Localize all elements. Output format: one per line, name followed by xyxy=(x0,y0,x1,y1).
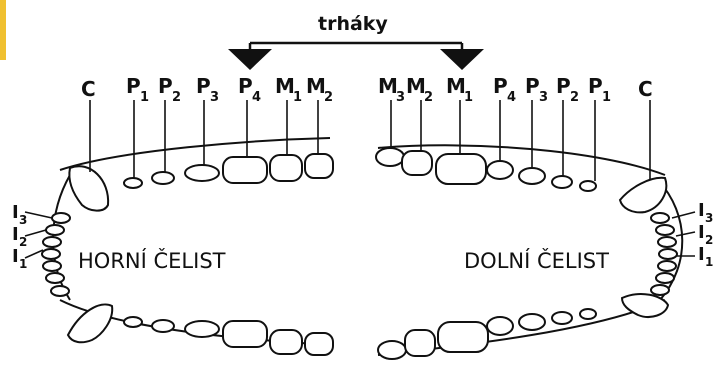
label-lower-i3: I xyxy=(698,200,705,221)
upper-canine-top xyxy=(68,165,110,212)
lower-jaw-name: DOLNÍ ČELIST xyxy=(464,248,609,273)
tooth-p3 xyxy=(184,164,220,182)
label-lower-m3: M xyxy=(378,74,398,98)
label-upper-p1: P xyxy=(126,74,141,98)
label-lower-p4: P xyxy=(493,74,508,98)
label-lower-m1: M xyxy=(446,74,466,98)
label-upper-m1: M xyxy=(275,74,295,98)
label-upper-p3: P xyxy=(196,74,211,98)
label-upper-p2-sub: 2 xyxy=(172,90,181,105)
label-upper-m1-sub: 1 xyxy=(293,90,302,105)
lower-jaw-bottom-teeth xyxy=(377,308,597,360)
label-lower-p2-sub: 2 xyxy=(570,90,579,105)
label-lower-i1-sub: 1 xyxy=(705,255,713,269)
left-edge-highlight xyxy=(0,0,6,60)
label-lower-m3-sub: 3 xyxy=(396,90,405,105)
label-lower-i1: I xyxy=(698,244,705,265)
label-upper-i1: I xyxy=(12,246,19,267)
label-lower-m2-sub: 2 xyxy=(424,90,433,105)
lower-incisor-labels: I 3 I 2 I 1 xyxy=(698,200,713,269)
label-upper-p4: P xyxy=(238,74,253,98)
tooth-p2 xyxy=(151,171,175,185)
tooth-p4-lower xyxy=(486,160,514,180)
carnassial-arrow-left xyxy=(228,49,272,70)
label-lower-m2: M xyxy=(406,74,426,98)
label-lower-p4-sub: 4 xyxy=(507,90,516,105)
label-upper-c: C xyxy=(81,77,96,101)
label-lower-i2: I xyxy=(698,222,705,243)
carnassial-bracket xyxy=(248,41,464,52)
label-lower-p3-sub: 3 xyxy=(539,90,548,105)
label-upper-i3-sub: 3 xyxy=(19,213,27,227)
label-lower-p2: P xyxy=(556,74,571,98)
upper-incisor-labels: I 3 I 2 I 1 xyxy=(12,202,27,271)
label-upper-m2: M xyxy=(306,74,326,98)
upper-jaw-name: HORNÍ ČELIST xyxy=(78,248,226,273)
upper-jaw-top-arc xyxy=(59,137,331,171)
label-lower-p3: P xyxy=(525,74,540,98)
tooth-m1-lower xyxy=(435,153,487,185)
label-lower-i3-sub: 3 xyxy=(705,211,713,225)
label-upper-i1-sub: 1 xyxy=(19,257,27,271)
label-lower-i2-sub: 2 xyxy=(705,233,713,247)
tooth-m2-lower xyxy=(401,150,433,176)
leader-lines xyxy=(89,100,651,181)
upper-jaw-bottom-teeth xyxy=(123,316,334,356)
label-upper-p4-sub: 4 xyxy=(252,90,261,105)
label-upper-p1-sub: 1 xyxy=(140,90,149,105)
lower-jaw-top-teeth xyxy=(375,147,597,192)
lower-canine-top xyxy=(618,176,668,214)
tooth-p4 xyxy=(222,156,268,184)
label-upper-p3-sub: 3 xyxy=(210,90,219,105)
tooth-m2 xyxy=(304,153,334,179)
incisor-leaders xyxy=(24,211,696,259)
upper-canine-bottom xyxy=(66,303,114,344)
jaw-outline xyxy=(52,137,684,356)
carnassial-title: trháky xyxy=(318,13,388,35)
tooth-p2-lower xyxy=(551,175,573,189)
tooth-m1 xyxy=(269,154,303,182)
tooth-p1 xyxy=(123,177,143,189)
label-lower-p1: P xyxy=(588,74,603,98)
label-upper-i3: I xyxy=(12,202,19,223)
label-lower-p1-sub: 1 xyxy=(602,90,611,105)
upper-jaw-labels: C P 1 P 2 P 3 P 4 M 1 M 2 xyxy=(81,74,333,105)
label-upper-i2-sub: 2 xyxy=(19,235,27,249)
tooth-p1-lower xyxy=(579,180,597,192)
lower-jaw-labels: M 3 M 2 M 1 P 4 P 3 P 2 P 1 C xyxy=(378,74,653,105)
label-upper-p2: P xyxy=(158,74,173,98)
upper-jaw-top-teeth xyxy=(123,153,334,189)
label-upper-i2: I xyxy=(12,224,19,245)
label-lower-m1-sub: 1 xyxy=(464,90,473,105)
label-lower-c: C xyxy=(638,77,653,101)
label-upper-m2-sub: 2 xyxy=(324,90,333,105)
upper-incisors xyxy=(41,212,71,297)
carnassial-arrow-right xyxy=(440,49,484,70)
tooth-m3 xyxy=(375,147,405,167)
lower-incisors xyxy=(650,212,678,296)
lower-canine-bottom xyxy=(620,293,670,318)
tooth-p3-lower xyxy=(518,167,546,185)
